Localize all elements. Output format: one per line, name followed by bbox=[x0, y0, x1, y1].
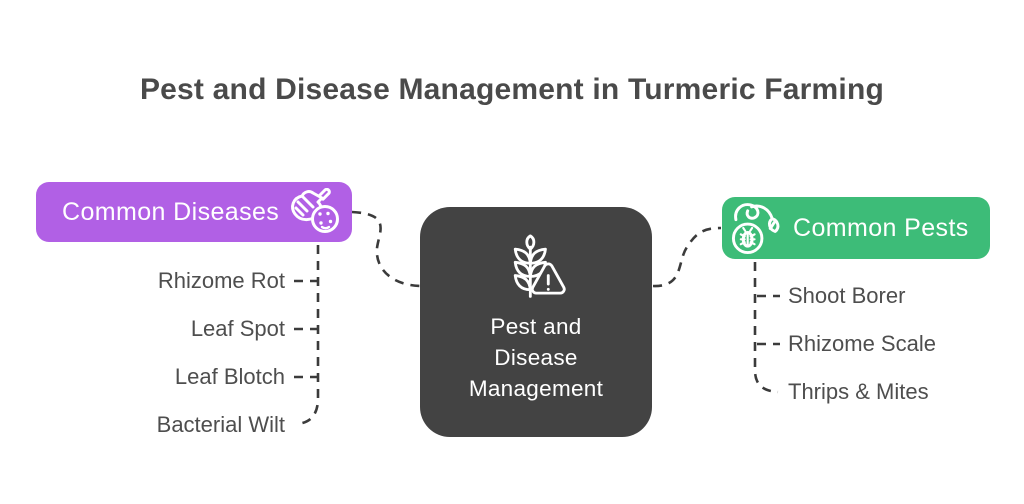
center-node: Pest and Disease Management bbox=[420, 207, 652, 437]
diseases-branch-line bbox=[295, 245, 320, 426]
center-label-line-1: Pest and bbox=[490, 314, 582, 339]
center-label-line-3: Management bbox=[468, 376, 604, 401]
disease-item-rhizome-rot: Rhizome Rot bbox=[157, 268, 285, 293]
connector-center-to-pests bbox=[652, 226, 722, 288]
page-title: Pest and Disease Management in Turmeric … bbox=[139, 73, 885, 106]
pest-item-shoot-borer: Shoot Borer bbox=[788, 283, 906, 308]
center-node-label: Pest and Disease Management bbox=[469, 311, 603, 404]
bug-magnifier-icon bbox=[730, 200, 785, 257]
common-diseases-node: Common Diseases bbox=[36, 182, 352, 242]
center-label-line-2: Disease bbox=[494, 345, 578, 370]
disease-item-bacterial-wilt: Bacterial Wilt bbox=[156, 412, 285, 437]
rhizome-disease-icon bbox=[288, 188, 342, 236]
common-pests-label: Common Pests bbox=[793, 213, 969, 242]
wheat-warning-icon bbox=[502, 233, 570, 303]
disease-item-leaf-spot: Leaf Spot bbox=[190, 316, 285, 341]
common-pests-node: Common Pests bbox=[722, 197, 990, 259]
pests-branch-line bbox=[753, 262, 779, 394]
common-diseases-label: Common Diseases bbox=[62, 197, 280, 226]
connector-diseases-to-center bbox=[351, 210, 421, 288]
disease-item-leaf-blotch: Leaf Blotch bbox=[174, 364, 285, 389]
pest-item-rhizome-scale: Rhizome Scale bbox=[788, 331, 936, 356]
pest-item-thrips-mites: Thrips & Mites bbox=[788, 379, 929, 404]
